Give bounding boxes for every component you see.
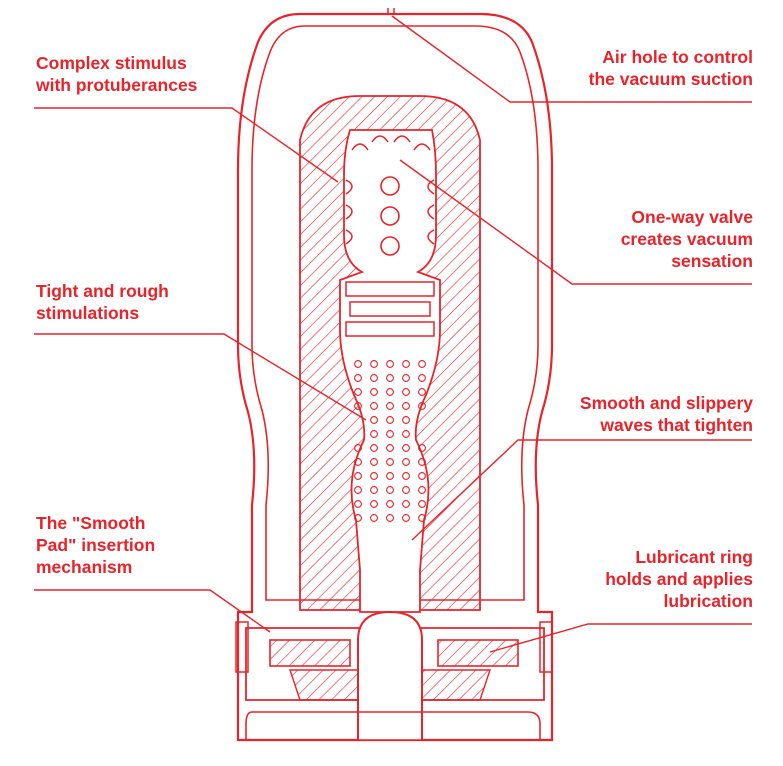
texture-dot [402, 458, 410, 466]
valve-hole [380, 236, 400, 256]
texture-dot [418, 486, 426, 494]
callout-one-way-valve: One-way valve creates vacuum sensation [620, 207, 753, 271]
texture-dot [418, 500, 426, 508]
texture-dot [386, 444, 394, 452]
insertion-opening [357, 610, 423, 740]
texture-dot [386, 472, 394, 480]
texture-dot [402, 402, 410, 410]
texture-dot [386, 360, 394, 368]
texture-dot [402, 388, 410, 396]
callout-complex-stimulus: Complex stimulus with protuberances [36, 53, 198, 95]
callout-lubricant-ring: Lubricant ring holds and applies lubrica… [605, 547, 753, 611]
lubricant-ring-left [269, 639, 351, 667]
texture-dot [418, 360, 426, 368]
texture-dot [370, 360, 378, 368]
outer-shell [236, 12, 554, 742]
texture-dot [354, 514, 362, 522]
texture-dots [354, 360, 426, 522]
protuberances [345, 135, 435, 245]
texture-dot [370, 472, 378, 480]
base-hatch-right [419, 669, 491, 701]
valve-hole [380, 206, 400, 226]
texture-dot [418, 374, 426, 382]
texture-dot [386, 500, 394, 508]
cap-bottom [245, 711, 541, 741]
texture-dot [354, 360, 362, 368]
texture-dot [370, 444, 378, 452]
texture-dot [354, 458, 362, 466]
texture-dot [402, 416, 410, 424]
callout-smooth-pad: The "Smooth Pad" insertion mechanism [36, 513, 156, 577]
texture-dot [386, 430, 394, 438]
inner-canal [339, 129, 441, 613]
texture-dot [418, 388, 426, 396]
side-clips [235, 621, 553, 673]
texture-dot [418, 514, 426, 522]
ridge [345, 281, 435, 297]
inner-shell [251, 25, 539, 601]
valve-hole [380, 176, 400, 196]
texture-dot [402, 430, 410, 438]
base-plate [245, 627, 545, 701]
texture-dot [386, 486, 394, 494]
texture-dot [370, 388, 378, 396]
texture-dot [386, 402, 394, 410]
texture-dot [370, 430, 378, 438]
texture-dot [370, 374, 378, 382]
texture-dot [354, 444, 362, 452]
texture-dot [354, 500, 362, 508]
texture-dot [402, 374, 410, 382]
texture-dot [370, 458, 378, 466]
texture-dot [370, 500, 378, 508]
texture-dot [418, 444, 426, 452]
texture-dot [402, 360, 410, 368]
texture-dot [386, 416, 394, 424]
ridge [345, 321, 435, 337]
texture-dot [354, 486, 362, 494]
texture-dot [370, 514, 378, 522]
texture-dot [402, 472, 410, 480]
texture-dot [386, 374, 394, 382]
texture-dot [402, 444, 410, 452]
texture-dot [354, 374, 362, 382]
texture-dot [370, 416, 378, 424]
texture-dot [370, 486, 378, 494]
texture-dot [354, 472, 362, 480]
texture-dot [402, 514, 410, 522]
texture-dot [418, 472, 426, 480]
texture-dot [418, 458, 426, 466]
lubricant-ring-right [437, 639, 519, 667]
texture-dot [402, 500, 410, 508]
texture-dot [354, 388, 362, 396]
texture-dot [386, 514, 394, 522]
leader-lines [34, 15, 752, 653]
texture-dot [402, 486, 410, 494]
callout-smooth-waves: Smooth and slippery waves that tighten [579, 393, 753, 435]
texture-dot [386, 388, 394, 396]
texture-dot [418, 402, 426, 410]
texture-dot [354, 402, 362, 410]
ridge [349, 301, 431, 317]
base-hatch-left [289, 669, 361, 701]
callout-air-hole: Air hole to control the vacuum suction [588, 47, 753, 89]
callout-tight-rough: Tight and rough stimulations [36, 281, 169, 323]
texture-dot [386, 458, 394, 466]
texture-dot [370, 402, 378, 410]
